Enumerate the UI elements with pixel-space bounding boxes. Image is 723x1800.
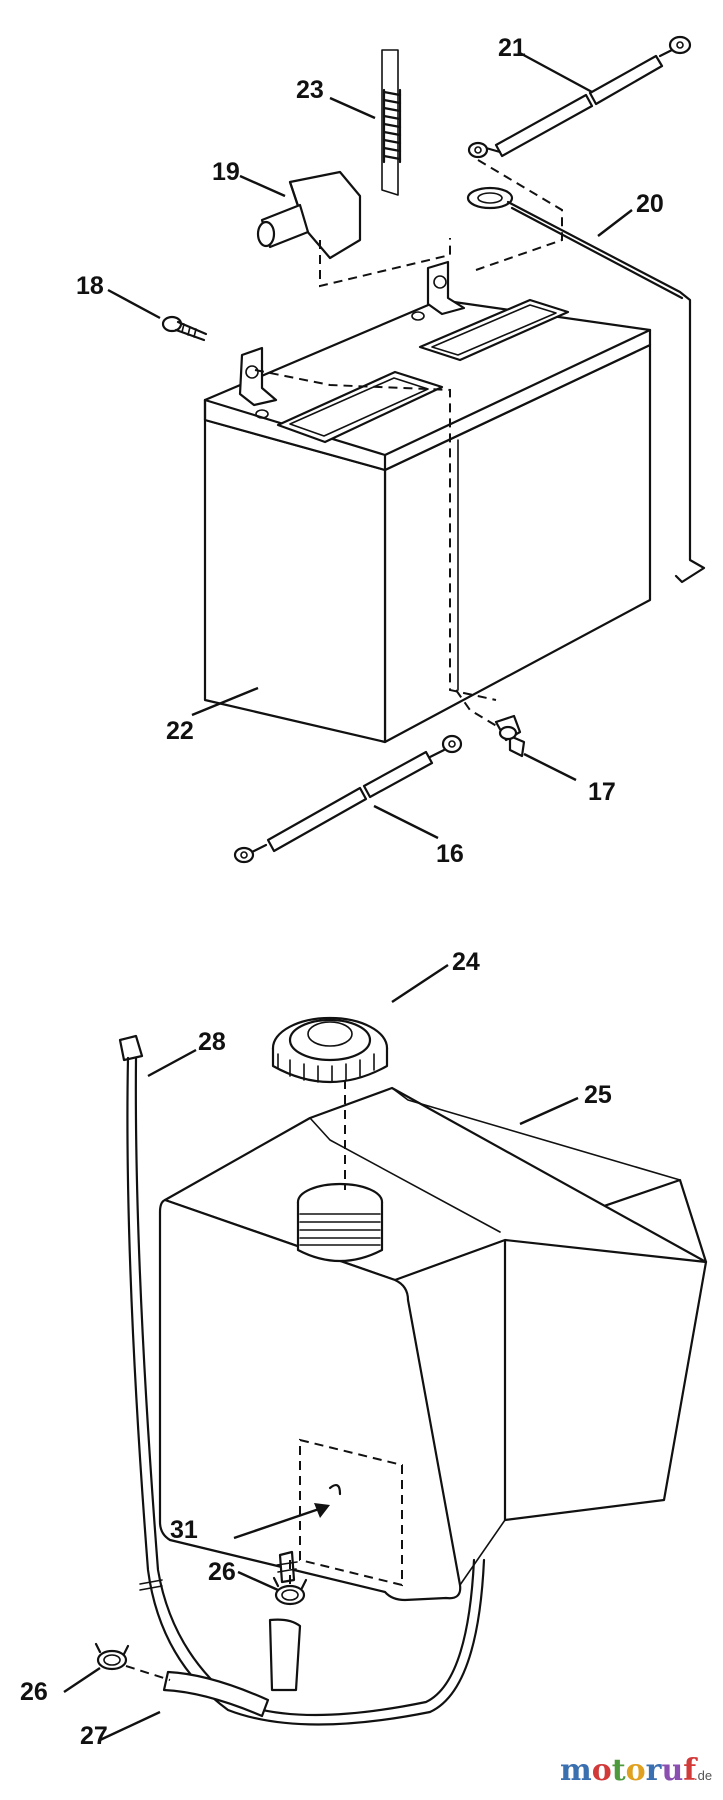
callout-16: 16 [436,840,464,868]
motoruf-watermark: motoruf .de [560,1753,712,1788]
watermark-letter-6: f [683,1753,698,1788]
callout-21: 21 [498,34,526,62]
watermark-letter-5: u [661,1753,683,1788]
watermark-letter-2: t [612,1753,626,1788]
callout-17: 17 [588,778,616,806]
callout-26-upper: 26 [208,1558,236,1586]
callout-31: 31 [170,1516,198,1544]
callout-20: 20 [636,190,664,218]
spring-23 [381,49,402,196]
callout-22: 22 [166,717,194,745]
wing-nut-17 [494,714,526,758]
callout-28: 28 [198,1028,226,1056]
leader-lines [63,50,633,1742]
callout-19: 19 [212,158,240,186]
cable-21 [467,35,692,159]
clamp-26-upper [272,1576,308,1606]
watermark-logo: motoruf [560,1753,698,1788]
cable-16 [233,734,463,864]
callout-labels: 21 23 19 20 18 22 17 16 24 28 25 31 26 2… [20,34,664,1750]
callout-18: 18 [76,272,104,300]
screw-18 [161,315,208,342]
hold-down-rod-20 [466,186,706,584]
callout-24: 24 [452,948,480,976]
callout-27: 27 [80,1722,108,1750]
watermark-letter-1: o [592,1753,612,1788]
watermark-letter-3: o [626,1753,646,1788]
watermark-letter-0: m [560,1753,592,1788]
terminal-cover-19 [256,170,362,260]
callout-26-lower: 26 [20,1678,48,1706]
watermark-suffix: .de [694,1768,712,1783]
callout-23: 23 [296,76,324,104]
clamp-26-lower [94,1642,130,1671]
callout-25: 25 [584,1081,612,1109]
battery-assembly [161,35,706,864]
watermark-letter-4: r [646,1753,663,1788]
hose-27 [162,1618,302,1718]
battery-22 [203,260,652,744]
fuel-tank-25 [158,1086,708,1602]
fuel-cap-24 [271,1016,389,1084]
fuel-tank-assembly [94,1016,708,1726]
